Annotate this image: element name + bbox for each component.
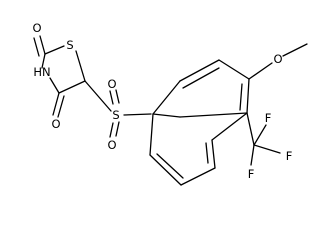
atom-o-carbonyl-top: O: [32, 21, 41, 35]
bond-cf3-f-right: [253, 144, 281, 154]
bond-naph-c1-c2: [152, 80, 181, 115]
bond-methoxy-o: [248, 62, 273, 80]
bond-naph-c3-c4: [218, 59, 250, 80]
bond-c4-o-double: [57, 95, 65, 118]
bond-naph-c1-c8: [149, 113, 154, 156]
atom-labels: O S HN O S O O O F F F: [32, 21, 292, 181]
atom-o-sulfonyl-top: O: [107, 77, 116, 91]
bond-c-cf3: [246, 112, 255, 146]
bond-c2-n: [41, 53, 46, 69]
bond-cf3-f-bottom: [250, 144, 255, 166]
bond-naph-c2-c3: [179, 59, 220, 82]
atom-o-sulfonyl-bottom: O: [107, 138, 116, 152]
bond-n-c4: [49, 77, 60, 94]
bond-naph-c2-c3-inner: [182, 67, 220, 89]
bond-so2-o-top: [109, 90, 114, 105]
bond-naph-c8-c7-inner: [156, 153, 184, 179]
bond-so2-naph: [123, 113, 152, 116]
bond-c4-c5: [58, 80, 86, 94]
bond-naph-c4a-c8a: [179, 112, 248, 118]
bond-methoxy-ch3: [282, 43, 308, 57]
bond-naph-c8-c7: [149, 154, 182, 186]
bond-c2-o: [39, 35, 46, 55]
bond-c5-so2: [84, 80, 112, 112]
bond-naph-c4-c4a: [246, 78, 250, 114]
atom-f-top: F: [265, 111, 272, 125]
bond-so2-o-bottom-double: [115, 121, 120, 137]
atom-o-methoxy: O: [273, 52, 282, 66]
bond-c2-o-double: [33, 37, 40, 57]
atom-s-ring: S: [66, 38, 73, 52]
bond-cf3-f-top: [253, 124, 267, 146]
chemical-structure: O S HN O S O O O F F F: [32, 21, 308, 186]
atom-nh: HN: [33, 65, 50, 79]
bonds: [33, 35, 308, 186]
bond-c2-s: [44, 45, 65, 55]
bond-naph-c6-c5: [211, 139, 216, 169]
atom-f-right: F: [286, 149, 293, 163]
atom-s-sulfonyl: S: [112, 108, 119, 122]
atom-f-bottom: F: [248, 167, 255, 181]
bond-s-c5: [75, 50, 86, 82]
bond-naph-c4-c4a-inner: [239, 83, 243, 111]
bond-naph-c5-c4a: [211, 112, 248, 141]
bond-naph-c6-c5-inner: [205, 142, 209, 164]
bond-so2-o-top-double: [115, 89, 120, 104]
bond-naph-c7-c6: [180, 167, 216, 186]
bond-c4-o: [52, 92, 60, 116]
atom-o-carbonyl-bottom: O: [51, 117, 60, 131]
bond-so2-o-bottom: [109, 122, 114, 138]
bond-naph-c8a-c1: [152, 113, 181, 118]
